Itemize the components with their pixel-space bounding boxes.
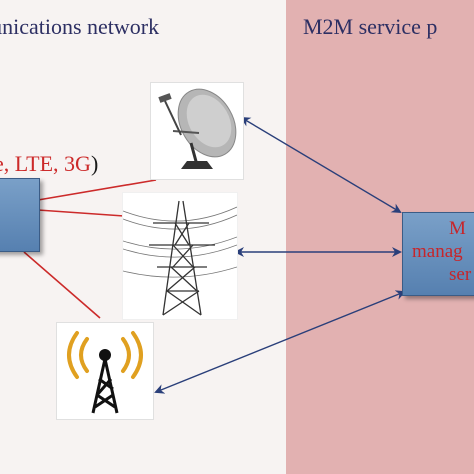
gateway-box: y [0,178,40,252]
power-tower-icon [122,192,238,320]
communications-network-title: munications network [0,14,160,39]
arrow-radio [154,290,406,394]
arrow-satellite [240,116,402,214]
satellite-dish-icon [150,82,244,180]
red-link-satellite [37,179,157,201]
access-technologies: e, LTE, 3G) [0,151,98,177]
red-link-tower [37,209,125,217]
radio-tower-icon [56,322,154,420]
m2m-service-title: M2M service p [303,14,438,39]
server-label-line1: M [449,218,466,239]
server-box: M manag ser [402,212,474,296]
server-label-line3: ser [449,264,472,285]
access-technologies-text: e, LTE, 3G [0,151,91,176]
server-label-line2: manag [412,241,463,262]
access-paren: ) [90,151,99,176]
red-link-radio [23,251,101,319]
